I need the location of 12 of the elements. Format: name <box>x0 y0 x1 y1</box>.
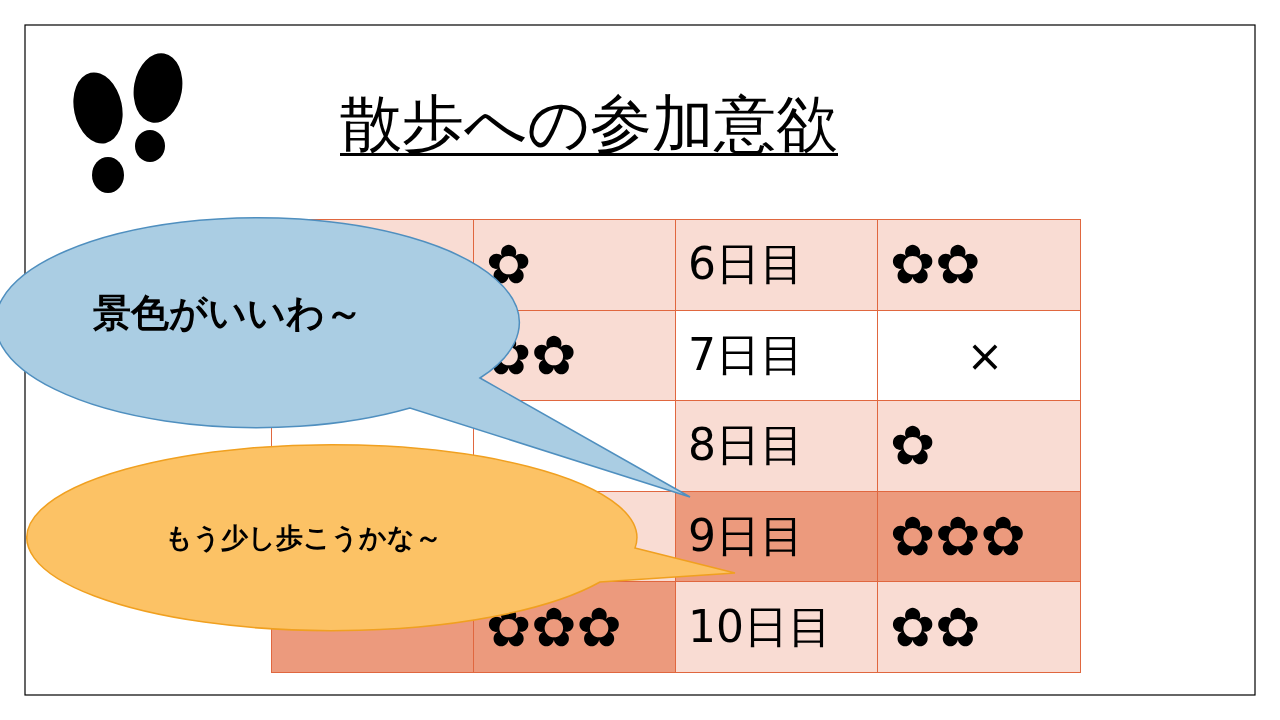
table-cell: 10日目 <box>675 581 878 673</box>
table-cell: 6日目 <box>675 219 878 311</box>
speech-text: 景色がいいわ～ <box>93 290 363 337</box>
table-cell: ✿ <box>877 400 1081 492</box>
table-cell: 8日目 <box>675 400 878 492</box>
table-cell: 9日目 <box>675 490 878 582</box>
speech-text: もう少し歩こうかな～ <box>165 521 442 555</box>
table-cell: ✿ <box>473 219 676 311</box>
table-cell: ✿✿ <box>877 219 1081 311</box>
table-cell: ✿✿ <box>877 581 1081 673</box>
table-cell: ✿✿✿ <box>877 490 1081 582</box>
title: 散歩への参加意欲 <box>340 86 838 162</box>
